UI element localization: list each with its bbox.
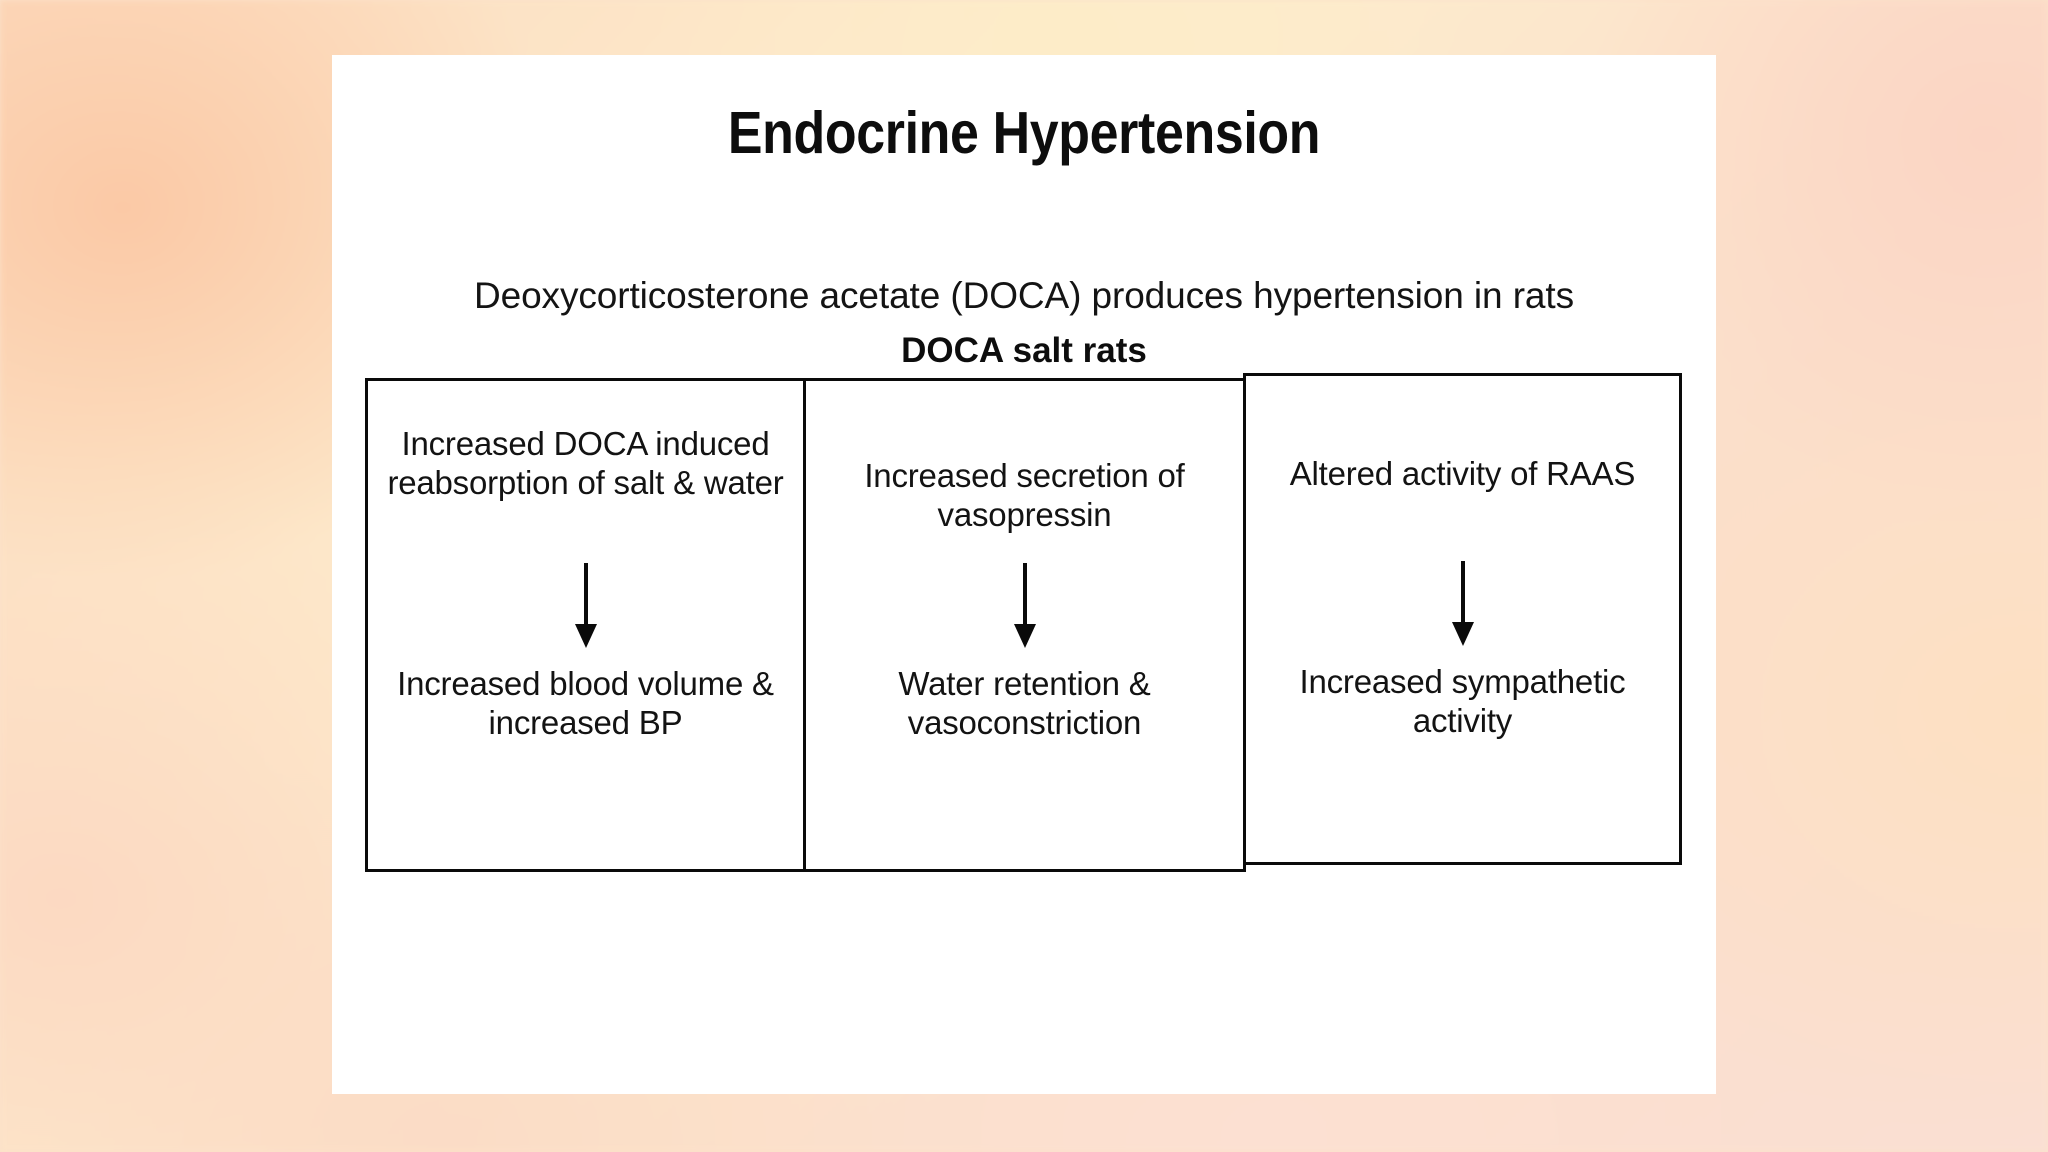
down-arrow-icon <box>806 563 1243 649</box>
flow-column-1: Increased DOCA induced reabsorption of s… <box>365 378 806 872</box>
down-arrow-icon <box>1246 561 1679 647</box>
flow-column-3-cause-text: Altered activity of RAAS <box>1289 455 1636 492</box>
page-title: Endocrine Hypertension <box>727 100 1321 166</box>
flow-column-2-effect-text: Water retention & vasoconstriction <box>898 665 1151 742</box>
flow-column-1-effect-text: Increased blood volume & increased BP <box>397 665 774 742</box>
flow-column-1-cause-text: Increased DOCA induced reabsorption of s… <box>387 425 784 502</box>
subtitle-line-2: DOCA salt rats <box>901 331 1147 370</box>
subtitle-line-1: Deoxycorticosterone acetate (DOCA) produ… <box>473 275 1574 316</box>
flow-column-2-cause-text: Increased secretion of vasopressin <box>864 457 1185 534</box>
flow-column-3-effect-text: Increased sympathetic activity <box>1299 663 1626 740</box>
flow-table: Increased DOCA induced reabsorption of s… <box>365 373 1682 872</box>
down-arrow-icon <box>368 563 803 649</box>
flow-column-3: Altered activity of RAAS Increased sympa… <box>1243 373 1682 865</box>
slide-card: Endocrine Hypertension Deoxycorticostero… <box>332 55 1716 1094</box>
flow-column-2: Increased secretion of vasopressin Water… <box>803 378 1246 872</box>
